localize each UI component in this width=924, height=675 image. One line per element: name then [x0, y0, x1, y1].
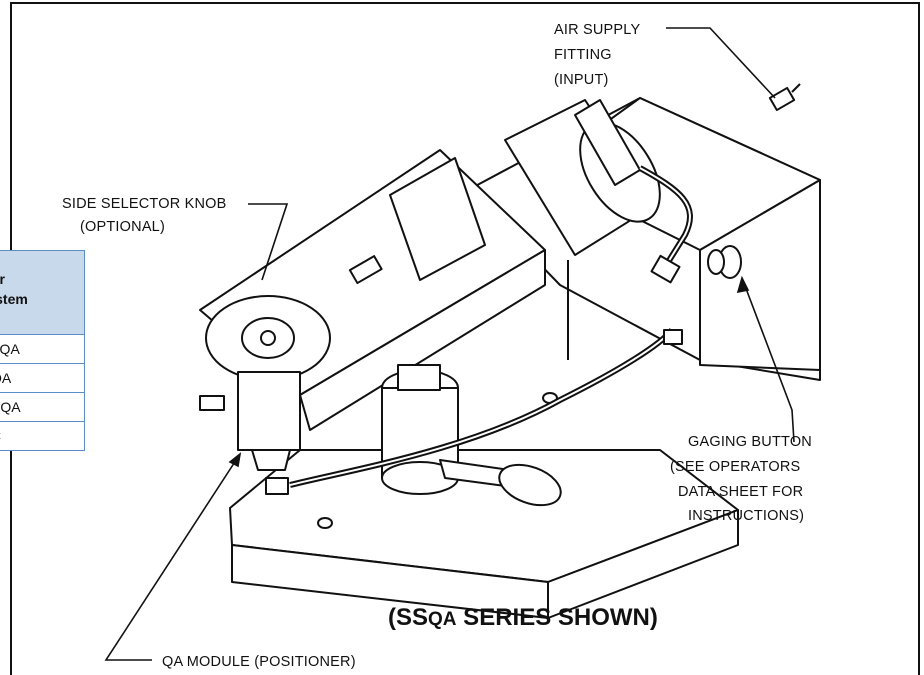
- gaging-button-label: DATA SHEET FOR: [678, 484, 803, 500]
- gaging-button-label: GAGING BUTTON: [688, 434, 812, 450]
- gaging-button-label: (SEE OPERATORS: [670, 459, 800, 475]
- side-selector-leader: [248, 203, 289, 281]
- table-row: TQA: [0, 335, 84, 364]
- table-row: C: [0, 422, 84, 450]
- table-cell: TQA: [0, 341, 20, 357]
- air-supply-leader: [666, 27, 776, 99]
- table-row: PQA: [0, 393, 84, 422]
- table-header: or System: [0, 251, 84, 335]
- table-header-line: System: [0, 291, 28, 307]
- table-cell: PQA: [0, 399, 21, 415]
- air-supply-label: AIR SUPPLY: [554, 22, 640, 38]
- air-supply-label: FITTING: [554, 47, 612, 63]
- side-selector-label: (OPTIONAL): [80, 219, 165, 235]
- gaging-leader: [741, 277, 795, 443]
- system-table-fragment: or System TQA QA PQA C: [0, 250, 85, 451]
- air-supply-label: (INPUT): [554, 72, 609, 88]
- table-row: QA: [0, 364, 84, 393]
- side-selector-label: SIDE SELECTOR KNOB: [62, 196, 227, 212]
- table-cell: C: [0, 422, 84, 450]
- qa-module-leader: [104, 453, 241, 661]
- table-header-line: or: [0, 271, 5, 287]
- series-caption: (SSQA SERIES SHOWN): [388, 604, 658, 631]
- gaging-button-label: INSTRUCTIONS): [688, 508, 804, 524]
- table-cell: QA: [0, 370, 12, 386]
- qa-module-label: QA MODULE (POSITIONER): [162, 654, 356, 670]
